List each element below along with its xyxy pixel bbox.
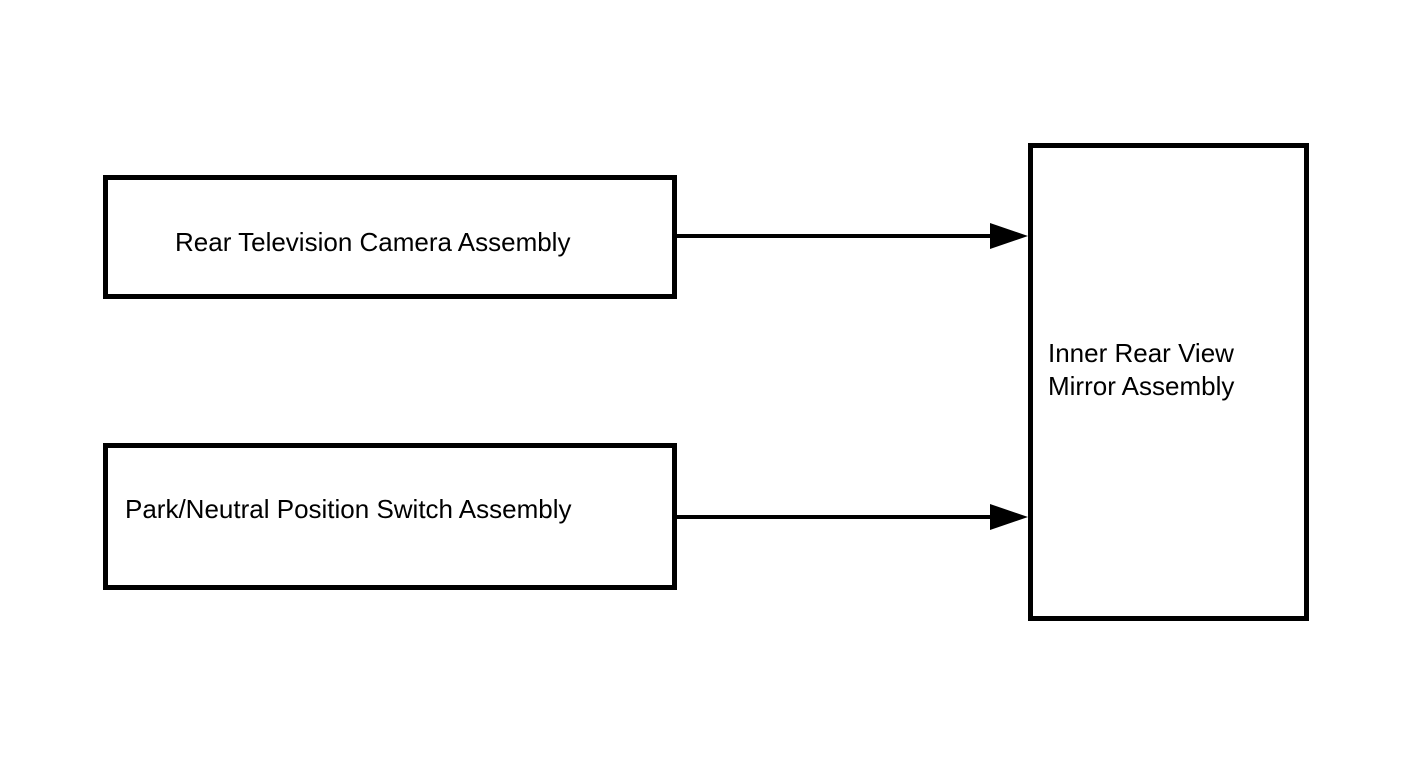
node-inner-rear-view-mirror-assembly: Inner Rear View Mirror Assembly [1028,143,1309,621]
edge-camera-to-mirror-arrowhead-icon [990,223,1028,249]
node-park-neutral-position-switch-assembly: Park/Neutral Position Switch Assembly [103,443,677,590]
node-label-line-1: Inner Rear View [1048,338,1234,368]
node-label-park-neutral-position-switch-assembly: Park/Neutral Position Switch Assembly [125,494,572,524]
node-label-rear-television-camera-assembly: Rear Television Camera Assembly [175,226,571,257]
edge-camera-to-mirror-line [677,234,990,238]
node-rear-television-camera-assembly: Rear Television Camera Assembly [103,175,677,299]
node-label-inner-rear-view-mirror-assembly: Inner Rear View Mirror Assembly [1048,337,1234,403]
edge-switch-to-mirror-arrowhead-icon [990,504,1028,530]
edge-switch-to-mirror-line [677,515,990,519]
node-label-line-2: Mirror Assembly [1048,371,1235,401]
